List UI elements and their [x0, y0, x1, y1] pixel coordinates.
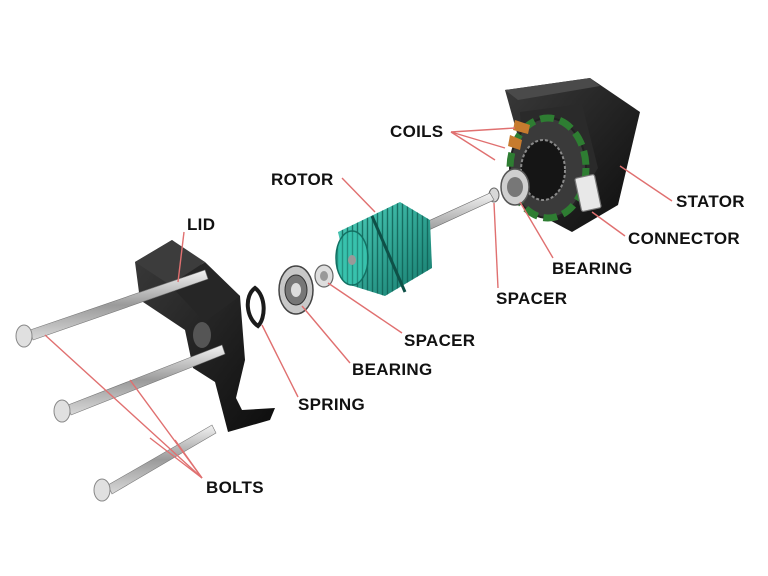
leader-bearing-top — [519, 201, 554, 259]
label-bolts: BOLTS — [206, 478, 264, 497]
stator-bearing — [488, 168, 530, 206]
wave-spring — [245, 285, 266, 329]
leader-rotor — [341, 177, 376, 213]
label-lid: LID — [187, 215, 216, 234]
leader-stator — [619, 165, 673, 202]
leader-spring — [261, 324, 299, 398]
lower-bearing — [278, 265, 314, 315]
label-spacer-bottom: SPACER — [404, 331, 476, 350]
label-stator: STATOR — [676, 192, 745, 211]
label-connector: CONNECTOR — [628, 229, 740, 248]
leader-bolts-3 — [149, 437, 203, 479]
leader-lines — [44, 127, 673, 479]
lower-spacer — [314, 264, 334, 288]
bolt-2 — [53, 344, 226, 423]
leader-bolts-1 — [44, 334, 203, 479]
leader-lid — [177, 231, 185, 283]
leader-coils-1 — [450, 127, 516, 133]
connector-block — [574, 174, 602, 212]
leader-coils-2 — [450, 131, 506, 149]
lid-housing — [135, 240, 275, 432]
leader-coils-3 — [450, 131, 496, 161]
bolt-3 — [93, 424, 217, 502]
label-spacer-top: SPACER — [496, 289, 568, 308]
label-bearing-bottom: BEARING — [352, 360, 433, 379]
bolt-1 — [15, 269, 209, 348]
label-coils: COILS — [390, 122, 444, 141]
leader-bolts-4 — [174, 439, 203, 479]
leader-bearing-bottom — [301, 305, 351, 364]
label-bearing-top: BEARING — [552, 259, 633, 278]
leader-connector — [591, 211, 626, 237]
leader-spacer-bottom — [327, 282, 403, 334]
label-rotor: ROTOR — [271, 170, 334, 189]
rotor-body — [335, 202, 432, 296]
label-spring: SPRING — [298, 395, 365, 414]
leader-spacer-top — [493, 202, 499, 289]
